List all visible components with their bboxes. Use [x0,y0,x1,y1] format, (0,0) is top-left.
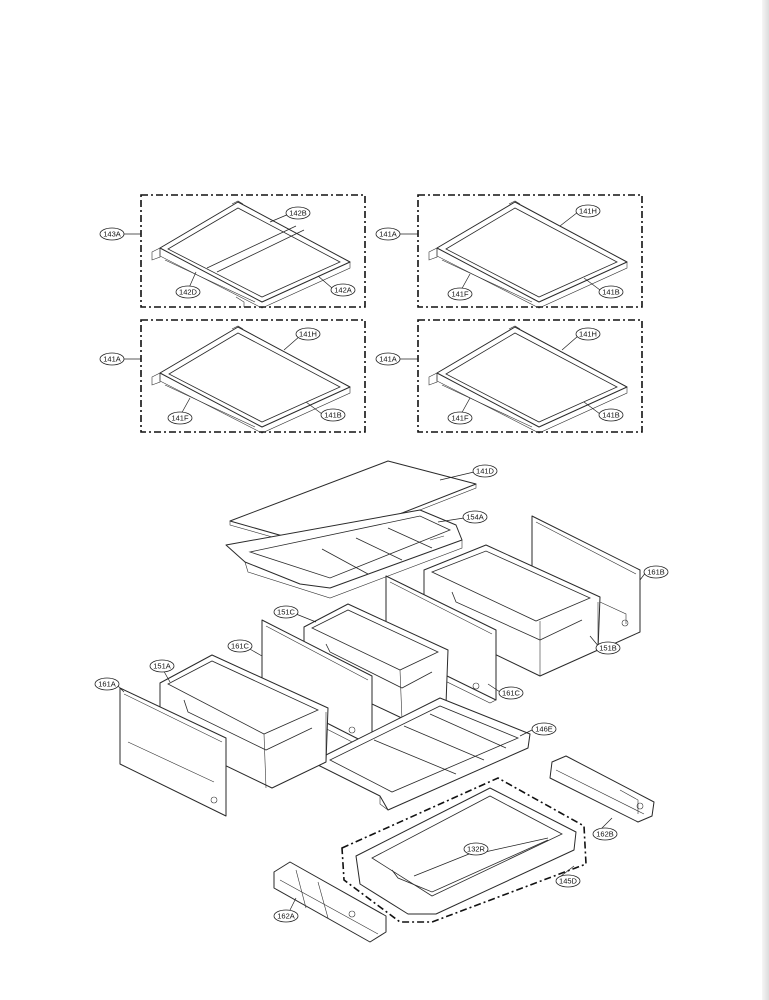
callout-141a: 141A [375,352,401,366]
svg-text:161A: 161A [98,680,116,689]
svg-text:141B: 141B [324,411,342,420]
callout-151b: 151B [595,641,621,655]
slide-rail-right [549,755,655,823]
callout-161c: 161C [498,686,524,700]
group-box-141a [140,319,366,433]
slide-rail-left [273,861,387,943]
svg-text:141F: 141F [451,290,469,299]
svg-text:161C: 161C [502,689,521,698]
svg-text:161C: 161C [231,642,250,651]
svg-text:141B: 141B [602,288,620,297]
svg-text:141A: 141A [379,355,397,364]
callout-161c: 161C [227,639,253,653]
svg-text:141D: 141D [476,467,495,476]
svg-text:141H: 141H [579,207,597,216]
callout-141f: 141F [167,411,193,425]
svg-text:141F: 141F [451,414,469,423]
callout-141h: 141H [295,327,321,341]
svg-text:143A: 143A [103,230,121,239]
svg-text:151B: 151B [599,644,617,653]
callout-141a: 141A [375,227,401,241]
callout-151a: 151A [149,659,175,673]
svg-text:142B: 142B [289,209,307,218]
callout-162b: 162B [592,827,618,841]
svg-text:162A: 162A [277,912,295,921]
svg-text:151C: 151C [277,608,296,617]
svg-text:146E: 146E [535,725,553,734]
svg-text:132R: 132R [467,845,486,854]
callout-142a: 142A [330,283,356,297]
callout-141f: 141F [447,411,473,425]
callout-161b: 161B [643,565,669,579]
shelf-panel-141a-2 [140,319,366,434]
callout-154a: 154A [462,510,488,524]
shelf-panel-141a-1 [417,194,643,309]
svg-text:141H: 141H [299,330,317,339]
cover-panel-left [119,687,227,817]
svg-text:151A: 151A [153,662,171,671]
svg-text:145D: 145D [559,877,578,886]
callout-145d: 145D [555,874,581,888]
svg-text:142D: 142D [179,288,198,297]
callout-141b: 141B [598,285,624,299]
base-frame [311,697,531,811]
callout-162a: 162A [273,909,299,923]
crisper-drawer-right [423,544,601,677]
svg-text:141A: 141A [103,355,121,364]
callout-141h: 141H [575,204,601,218]
callout-142d: 142D [175,285,201,299]
page-edge-shadow [762,0,769,1000]
callout-141d: 141D [472,464,498,478]
shelf-panel-143a [140,194,366,309]
cover-frame [225,509,463,599]
svg-text:141H: 141H [579,330,597,339]
callout-146e: 146E [531,722,557,736]
callout-141b: 141B [598,408,624,422]
callout-143a: 143A [99,227,125,241]
callout-132r: 132R [463,842,489,856]
group-box-141a [417,319,643,433]
svg-text:162B: 162B [596,830,614,839]
callout-142b: 142B [285,206,311,220]
group-box-143a [140,194,366,308]
svg-text:154A: 154A [466,513,484,522]
group-box-141a [417,194,643,308]
callout-141b: 141B [320,408,346,422]
callout-141h: 141H [575,327,601,341]
shelf-panel-141a-3 [417,319,643,434]
callout-141f: 141F [447,287,473,301]
svg-text:141A: 141A [379,230,397,239]
callout-151c: 151C [273,605,299,619]
callout-141a: 141A [99,352,125,366]
svg-text:142A: 142A [334,286,352,295]
svg-text:141B: 141B [602,411,620,420]
svg-text:141F: 141F [171,414,189,423]
svg-text:161B: 161B [647,568,665,577]
callout-161a: 161A [94,677,120,691]
